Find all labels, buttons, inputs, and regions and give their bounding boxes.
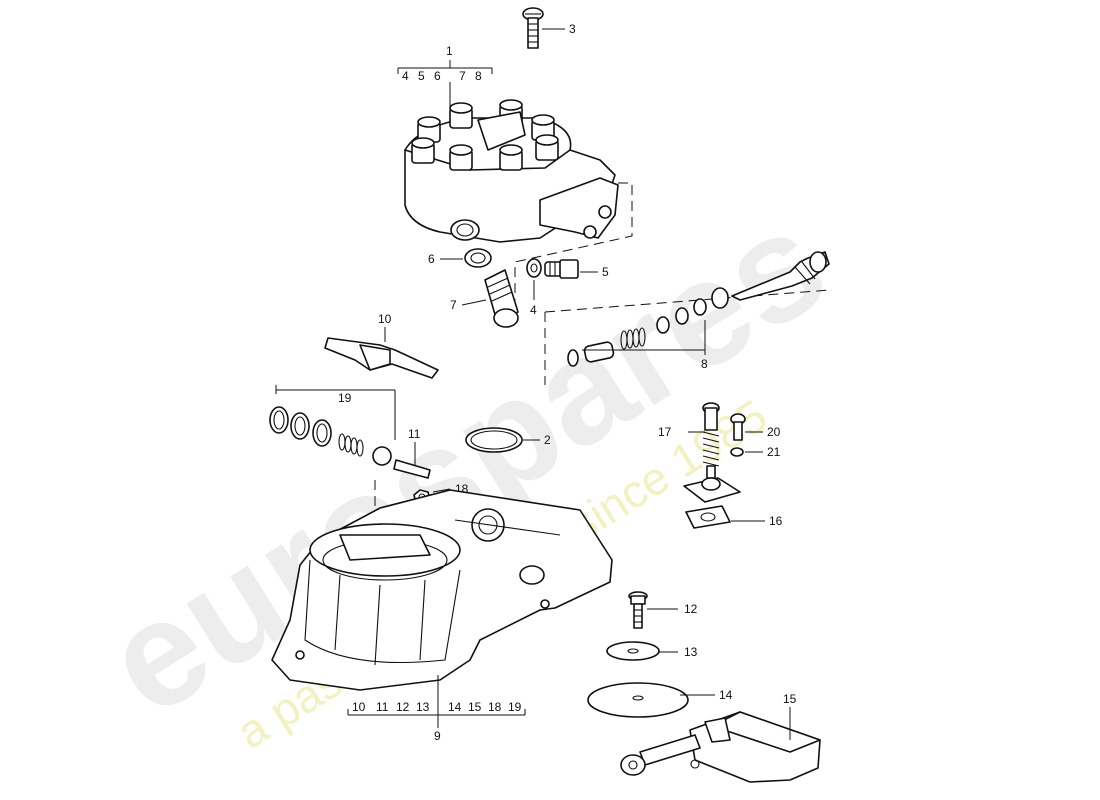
callout-8: 8 [701,357,708,371]
callout-19: 19 [338,391,352,405]
callout-10: 10 [378,312,392,326]
part-21-lock-washer [730,447,744,457]
part-7-banjo-fitting [484,269,519,328]
callout-9: 9 [434,729,441,743]
group-9-sub-18: 18 [488,700,502,714]
part-13-washer [606,641,660,661]
part-16-gasket [685,505,731,529]
callout-12: 12 [684,602,698,616]
callout-15: 15 [783,692,797,706]
watermark: eurospares a passion for parts since 198… [78,176,853,758]
group-9-sub-15: 15 [468,700,482,714]
callout-13: 13 [684,645,698,659]
part-3-screw [522,7,544,49]
callout-11: 11 [408,427,421,441]
group-9-sub-13: 13 [416,700,430,714]
callout-2: 2 [544,433,551,447]
part-9-mixture-housing [271,489,613,691]
part-4-washer [526,258,542,278]
part-8-regulator-valve-group [567,251,830,367]
regulator-spring [620,327,646,350]
group-9-sub-10: 10 [352,700,366,714]
callout-16: 16 [769,514,783,528]
part-20-screw [730,413,746,441]
callout-14: 14 [719,688,733,702]
part-10-bracket [324,337,439,379]
callout-7: 7 [450,298,457,312]
callout-3: 3 [569,22,576,36]
part-11-pin [393,459,431,479]
part-14-plate [587,682,689,718]
callout-20: 20 [767,425,781,439]
part-5-union-screw [544,259,579,279]
part-12-bolt [628,591,648,629]
group-9-sub-14: 14 [448,700,462,714]
group-1-sub-labels: 4 5 6 7 8 [402,69,482,83]
group-1-sub-6: 6 [434,69,441,83]
callout-1: 1 [446,44,453,58]
part-17-adjusting-screw [683,402,741,503]
part-19-seal-kit [269,406,392,466]
group-9-sub-labels: 10 11 12 13 14 15 18 19 [352,700,522,714]
callout-5: 5 [602,265,609,279]
group-1-sub-7: 7 [459,69,466,83]
group-9-sub-19: 19 [508,700,522,714]
group-9-sub-11: 11 [376,700,389,714]
part-2-o-ring [465,427,523,453]
group-1-sub-5: 5 [418,69,425,83]
part-15-lever-assembly [620,711,821,783]
group-1-sub-4: 4 [402,69,409,83]
part-6-seal-ring [464,248,492,268]
callout-4: 4 [530,303,537,317]
group-1-sub-8: 8 [475,69,482,83]
part-1-fuel-distributor [404,99,619,243]
distributor-fittings [411,99,559,171]
callout-21: 21 [767,445,781,459]
callout-6: 6 [428,252,435,266]
callout-17: 17 [658,425,672,439]
group-9-sub-12: 12 [396,700,410,714]
